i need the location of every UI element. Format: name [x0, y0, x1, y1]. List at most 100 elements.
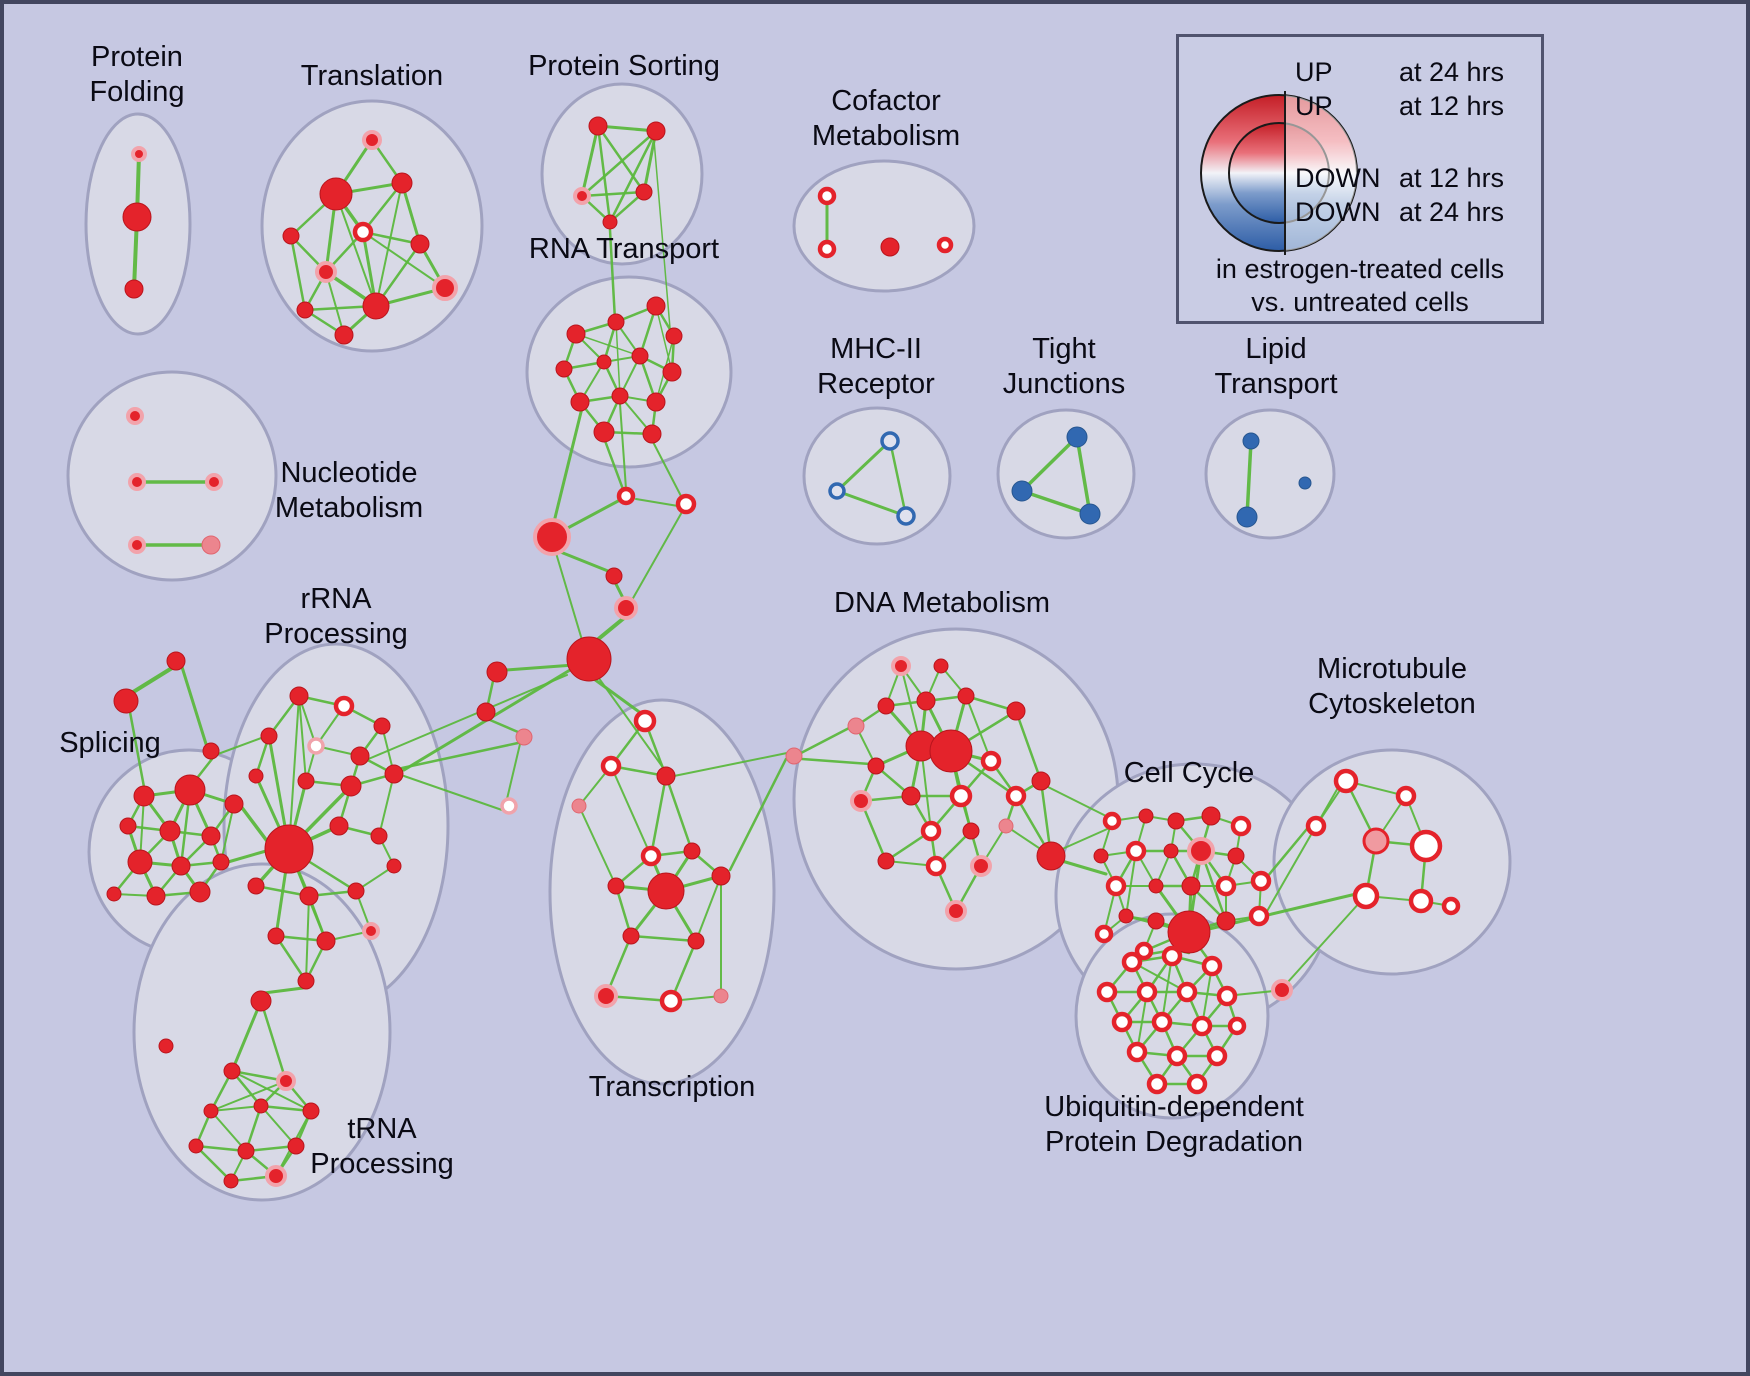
- network-node-connector: [515, 728, 533, 746]
- network-node-splicing: [127, 849, 153, 875]
- network-node-dna-metabolism: [847, 717, 865, 735]
- network-edge: [403, 775, 503, 811]
- network-node-rna-transport: [665, 327, 683, 345]
- network-node-splicing: [171, 856, 191, 876]
- network-node-ubiquitin-degradation: [1151, 1011, 1173, 1033]
- legend-down-24-label: DOWN: [1295, 197, 1381, 227]
- network-node-splicing: [201, 826, 221, 846]
- cluster-ellipse-mhc-ii-receptor: [802, 406, 952, 546]
- network-node-trna-processing: [287, 1137, 305, 1155]
- network-node-trna-processing: [250, 990, 272, 1012]
- network-node-cell-cycle: [1167, 812, 1185, 830]
- network-node-tight-junctions: [1079, 503, 1101, 525]
- legend-up-24-label: UP: [1295, 57, 1333, 87]
- legend-up-12-time: at 12 hrs: [1399, 91, 1505, 121]
- network-node-dna-metabolism: [980, 750, 1002, 772]
- network-node-dna-metabolism: [929, 729, 973, 773]
- network-node-splicing: [119, 817, 137, 835]
- network-edge: [259, 999, 288, 1083]
- network-node-connector: [202, 742, 220, 760]
- network-node-rna-transport: [611, 387, 629, 405]
- network-node-splicing: [189, 881, 211, 903]
- network-node-cell-cycle: [1230, 815, 1252, 837]
- network-edge: [486, 679, 495, 706]
- network-node-dna-metabolism: [877, 852, 895, 870]
- node-layer: [106, 116, 1461, 1189]
- network-node-ubiquitin-degradation: [1201, 955, 1223, 977]
- cluster-ellipse-nucleotide-metabolism: [66, 370, 278, 582]
- network-node-transcription: [607, 877, 625, 895]
- network-node-transcription: [633, 709, 657, 733]
- network-node-cell-cycle: [1187, 837, 1215, 865]
- network-edge: [1265, 785, 1340, 914]
- network-edge: [1161, 955, 1173, 1023]
- network-node-ubiquitin-degradation: [1206, 1045, 1228, 1067]
- network-node-dna-metabolism: [1005, 785, 1027, 807]
- network-node-translation: [334, 325, 354, 345]
- network-node-translation: [352, 221, 374, 243]
- network-node-rna-transport: [607, 313, 625, 331]
- network-node-protein-sorting: [646, 121, 666, 141]
- network-edge: [1125, 850, 1137, 917]
- network-edge: [1234, 990, 1275, 996]
- network-node-rna-transport: [566, 324, 586, 344]
- network-edge: [965, 695, 992, 762]
- network-edge: [799, 725, 853, 755]
- network-edge: [631, 511, 683, 601]
- network-edge: [608, 228, 617, 322]
- network-node-rrna-processing: [373, 717, 391, 735]
- network-node-rrna-processing: [362, 922, 380, 940]
- network-node-cell-cycle: [1215, 875, 1237, 897]
- network-node-connector: [1271, 979, 1293, 1001]
- network-edge: [556, 549, 610, 573]
- network-node-rrna-processing: [267, 927, 285, 945]
- network-node-cell-cycle: [1163, 843, 1179, 859]
- network-node-transcription: [687, 932, 705, 950]
- network-edge: [1047, 786, 1109, 818]
- network-edge: [335, 193, 377, 307]
- network-node-dna-metabolism: [1036, 841, 1066, 871]
- network-edge: [614, 884, 633, 938]
- network-node-ubiquitin-degradation: [1186, 1073, 1208, 1095]
- cluster-ellipse-protein-sorting: [540, 82, 704, 266]
- network-edge: [1286, 900, 1362, 984]
- network-node-trna-processing: [276, 1071, 296, 1091]
- network-node-protein-sorting: [602, 214, 618, 230]
- network-edge: [210, 1080, 287, 1112]
- network-node-protein-folding: [131, 146, 147, 162]
- network-node-mhc-ii-receptor: [896, 506, 916, 526]
- network-node-dna-metabolism: [867, 757, 885, 775]
- network-node-rrna-processing: [260, 727, 278, 745]
- network-node-microtubule-cytoskeleton: [1352, 882, 1380, 910]
- network-node-transcription: [640, 845, 662, 867]
- network-node-dna-metabolism: [970, 855, 992, 877]
- network-node-cell-cycle: [1248, 905, 1270, 927]
- network-node-ubiquitin-degradation: [1191, 1015, 1213, 1037]
- network-node-transcription: [683, 842, 701, 860]
- network-node-rrna-processing: [307, 737, 325, 755]
- network-edge: [128, 666, 174, 696]
- network-node-connector: [785, 747, 803, 765]
- network-node-microtubule-cytoskeleton: [1333, 768, 1359, 794]
- network-node-protein-sorting: [635, 183, 653, 201]
- legend-up-12-label: UP: [1295, 91, 1333, 121]
- network-node-tight-junctions: [1066, 426, 1088, 448]
- network-node-ubiquitin-degradation: [1227, 1016, 1247, 1036]
- network-node-ubiquitin-degradation: [1126, 1041, 1148, 1063]
- network-node-splicing: [212, 853, 230, 871]
- network-edge: [1060, 859, 1108, 876]
- network-node-dna-metabolism: [925, 855, 947, 877]
- network-node-dna-metabolism: [891, 656, 911, 676]
- network-node-rna-transport: [555, 360, 573, 378]
- network-node-rrna-processing: [370, 827, 388, 845]
- network-edge: [504, 663, 576, 672]
- network-node-microtubule-cytoskeleton: [1409, 829, 1443, 863]
- network-edge: [555, 552, 583, 641]
- network-node-rrna-processing: [247, 877, 265, 895]
- legend-direction-wheel: [1200, 91, 1358, 255]
- network-node-connector: [605, 567, 623, 585]
- network-node-ubiquitin-degradation: [1216, 985, 1238, 1007]
